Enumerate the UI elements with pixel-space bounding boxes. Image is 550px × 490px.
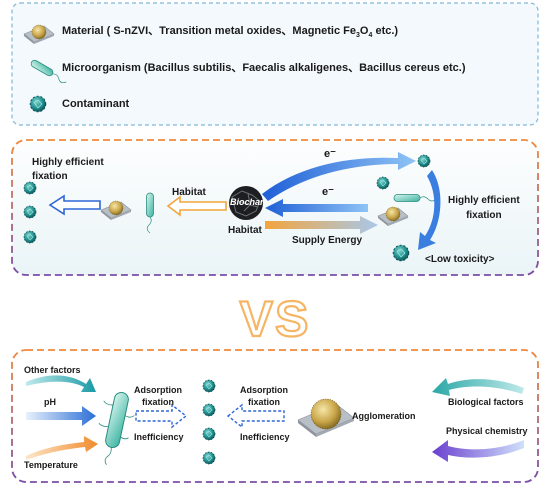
legend-material-o: O: [359, 25, 369, 37]
biological-factors-label: Biological factors: [448, 397, 524, 407]
highly-efficient-fixation-left: Highly efficient fixation: [32, 157, 104, 182]
arrow-icon: [226, 403, 285, 429]
inefficiency-right-label: Inefficiency: [240, 432, 290, 442]
vs-label: VS: [240, 291, 311, 347]
bottom-panel: [11, 349, 539, 483]
temperature-label: Temperature: [24, 460, 78, 470]
contaminant-icon: [202, 451, 216, 465]
legend-microorganism-label: Microorganism (Bacillus subtilis、Faecali…: [62, 62, 466, 74]
arrow-icon: [262, 152, 416, 201]
arrow-icon: [265, 199, 368, 217]
arrow-icon: [26, 436, 98, 460]
physical-chemistry-label: Physical chemistry: [446, 426, 528, 436]
arrow-icon: [432, 440, 524, 462]
arrow-icon: [26, 406, 96, 426]
arrow-icon: [418, 170, 441, 250]
habitat-arrow-label: Habitat: [172, 187, 206, 198]
electron-mid-label: e⁻: [322, 186, 334, 198]
inefficiency-left-label: Inefficiency: [134, 432, 184, 442]
adsorption-left-label: Adsorption fixation: [134, 385, 182, 407]
arrow-icon: [48, 194, 101, 216]
contaminant-icon: [417, 154, 431, 168]
other-factors-label: Other factors: [24, 365, 81, 375]
biochar-label: Biochar: [230, 197, 264, 207]
highly-efficient-fixation-right: Highly efficient fixation: [448, 195, 520, 221]
agglomeration-label: Agglomeration: [352, 411, 416, 421]
arrow-icon: [265, 216, 378, 234]
legend-material-prefix: Material ( S-nZVI、Transition metal oxide…: [62, 25, 357, 37]
legend-material-sub3: 3: [356, 32, 360, 40]
contaminant-icon: [23, 205, 37, 219]
contaminant-icon: [29, 95, 47, 113]
contaminant-icon: [376, 176, 390, 190]
ph-label: pH: [44, 397, 56, 407]
legend-material-suffix: etc.): [372, 25, 399, 37]
contaminant-icon: [23, 230, 37, 244]
arrow-icon: [166, 195, 227, 217]
contaminant-icon: [23, 181, 37, 195]
material-icon: [297, 398, 355, 437]
contaminant-icon: [202, 427, 216, 441]
legend-material-label: Material ( S-nZVI、Transition metal oxide…: [62, 25, 399, 40]
arrow-icon: [135, 403, 188, 429]
legend-material-sub4: 4: [368, 32, 373, 40]
electron-top-label: e⁻: [324, 148, 336, 160]
contaminant-icon: [392, 244, 410, 262]
contaminant-icon: [202, 403, 216, 417]
arrow-icon: [432, 378, 524, 396]
adsorption-right-label: Adsorption fixation: [240, 385, 288, 407]
low-toxicity-label: <Low toxicity>: [425, 254, 495, 265]
legend-box: [11, 2, 539, 126]
arrow-icon: [26, 375, 96, 392]
supply-energy-label: Supply Energy: [292, 235, 363, 246]
contaminant-icon: [202, 379, 216, 393]
habitat-label: Habitat: [228, 225, 262, 236]
biochar-icon: [229, 186, 263, 220]
legend-contaminant-label: Contaminant: [62, 98, 130, 110]
microorganism-icon: [98, 391, 135, 466]
